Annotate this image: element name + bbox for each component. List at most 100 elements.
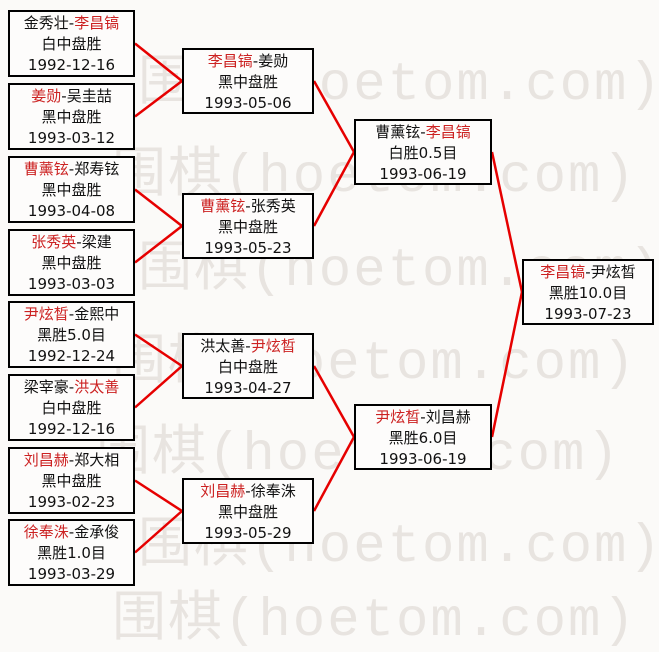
loser-name: 金秀壮 — [23, 14, 69, 32]
name-separator: - — [61, 87, 67, 105]
loser-name: 尹炫晳 — [590, 263, 636, 281]
match-players: 曹薰铉-张秀英 — [184, 196, 312, 217]
bracket-line — [134, 42, 183, 82]
match-players: 张秀英-梁建 — [10, 232, 133, 253]
match-result: 黑中盘胜 — [217, 218, 278, 236]
winner-name: 尹炫晳 — [250, 337, 296, 355]
bracket-line — [312, 80, 356, 153]
match-result: 黑中盘胜 — [217, 503, 278, 521]
loser-name: 徐奉洙 — [250, 482, 296, 500]
bracket-line — [134, 365, 183, 409]
match-players: 刘昌赫-徐奉洙 — [184, 481, 312, 502]
winner-name: 尹炫晳 — [375, 408, 421, 426]
loser-name: 郑寿铉 — [74, 160, 120, 178]
match-players: 刘昌赫-郑大相 — [10, 450, 133, 471]
bracket-line — [134, 479, 183, 513]
name-separator: - — [68, 305, 75, 323]
name-separator: - — [585, 263, 591, 281]
match-date: 1993-06-19 — [379, 450, 467, 468]
match-date: 1993-05-23 — [204, 239, 292, 257]
loser-name: 姜勋 — [258, 52, 289, 70]
match-result: 黑胜5.0目 — [37, 326, 106, 344]
bracket-line — [312, 436, 356, 512]
winner-name: 曹薰铉 — [23, 160, 69, 178]
bracket-line — [134, 188, 183, 227]
match-players: 梁宰豪-洪太善 — [10, 377, 133, 398]
name-separator: - — [420, 408, 426, 426]
match-date: 1993-05-06 — [204, 94, 292, 112]
name-separator: - — [76, 233, 82, 251]
name-separator: - — [68, 523, 75, 541]
bracket-line — [134, 225, 183, 264]
match-date: 1993-05-29 — [204, 524, 292, 542]
name-separator: - — [68, 378, 75, 396]
match-players: 李昌镐-姜勋 — [184, 51, 312, 72]
loser-name: 金熙中 — [74, 305, 120, 323]
match-players: 尹炫晳-刘昌赫 — [356, 407, 490, 428]
loser-name: 金承俊 — [74, 523, 120, 541]
match-date: 1992-12-16 — [27, 56, 116, 74]
match-result: 黑胜10.0目 — [548, 284, 628, 302]
match-result: 黑胜1.0目 — [37, 544, 106, 562]
match-players: 李昌镐-尹炫晳 — [524, 262, 652, 283]
winner-name: 刘昌赫 — [200, 482, 246, 500]
name-separator: - — [68, 14, 75, 32]
match-box-round1-1: 金秀壮-李昌镐白中盘胜 1992-12-16 — [8, 10, 135, 77]
loser-name: 郑大相 — [74, 451, 120, 469]
name-separator: - — [68, 451, 75, 469]
bracket-line — [490, 291, 524, 438]
name-separator: - — [245, 337, 251, 355]
bracket-line — [134, 510, 183, 554]
match-box-round1-8: 徐奉洙-金承俊黑胜1.0目 1993-03-29 — [8, 519, 135, 586]
winner-name: 李昌镐 — [207, 52, 253, 70]
winner-name: 李昌镐 — [540, 263, 586, 281]
winner-name: 徐奉洙 — [23, 523, 69, 541]
match-result: 黑中盘胜 — [41, 181, 102, 199]
match-date: 1993-03-12 — [27, 129, 116, 147]
loser-name: 梁宰豪 — [23, 378, 69, 396]
winner-name: 刘昌赫 — [23, 451, 69, 469]
winner-name: 尹炫晳 — [23, 305, 69, 323]
winner-name: 李昌镐 — [425, 123, 471, 141]
loser-name: 曹薰铉 — [375, 123, 421, 141]
winner-name: 姜勋 — [31, 87, 62, 105]
name-separator: - — [252, 52, 259, 70]
match-players: 金秀壮-李昌镐 — [10, 13, 133, 34]
match-date: 1993-04-27 — [204, 379, 292, 397]
match-date: 1993-03-29 — [27, 565, 116, 583]
match-box-round2-2: 曹薰铉-张秀英黑中盘胜 1993-05-23 — [182, 193, 314, 259]
match-result: 黑中盘胜 — [41, 108, 102, 126]
match-result: 白中盘胜 — [41, 399, 102, 417]
match-box-round1-5: 尹炫晳-金熙中黑胜5.0目 1992-12-24 — [8, 301, 135, 368]
winner-name: 洪太善 — [74, 378, 120, 396]
match-result: 白中盘胜 — [41, 35, 102, 53]
bracket-line — [312, 365, 356, 438]
bracket-line — [134, 333, 183, 368]
loser-name: 刘昌赫 — [425, 408, 471, 426]
loser-name: 梁建 — [81, 233, 112, 251]
bracket-connector-lines — [134, 42, 524, 554]
name-separator: - — [245, 482, 251, 500]
match-date: 1993-03-03 — [27, 275, 116, 293]
match-players: 姜勋-吴圭喆 — [10, 86, 133, 107]
match-date: 1993-06-19 — [379, 165, 467, 183]
match-date: 1992-12-16 — [27, 420, 116, 438]
winner-name: 张秀英 — [31, 233, 77, 251]
winner-name: 曹薰铉 — [200, 197, 246, 215]
loser-name: 张秀英 — [250, 197, 296, 215]
bracket-line — [134, 80, 183, 118]
match-players: 洪太善-尹炫晳 — [184, 336, 312, 357]
match-result: 黑中盘胜 — [217, 73, 278, 91]
match-date: 1992-12-24 — [27, 347, 116, 365]
match-date: 1993-07-23 — [544, 305, 632, 323]
match-box-round1-2: 姜勋-吴圭喆黑中盘胜 1993-03-12 — [8, 83, 135, 150]
